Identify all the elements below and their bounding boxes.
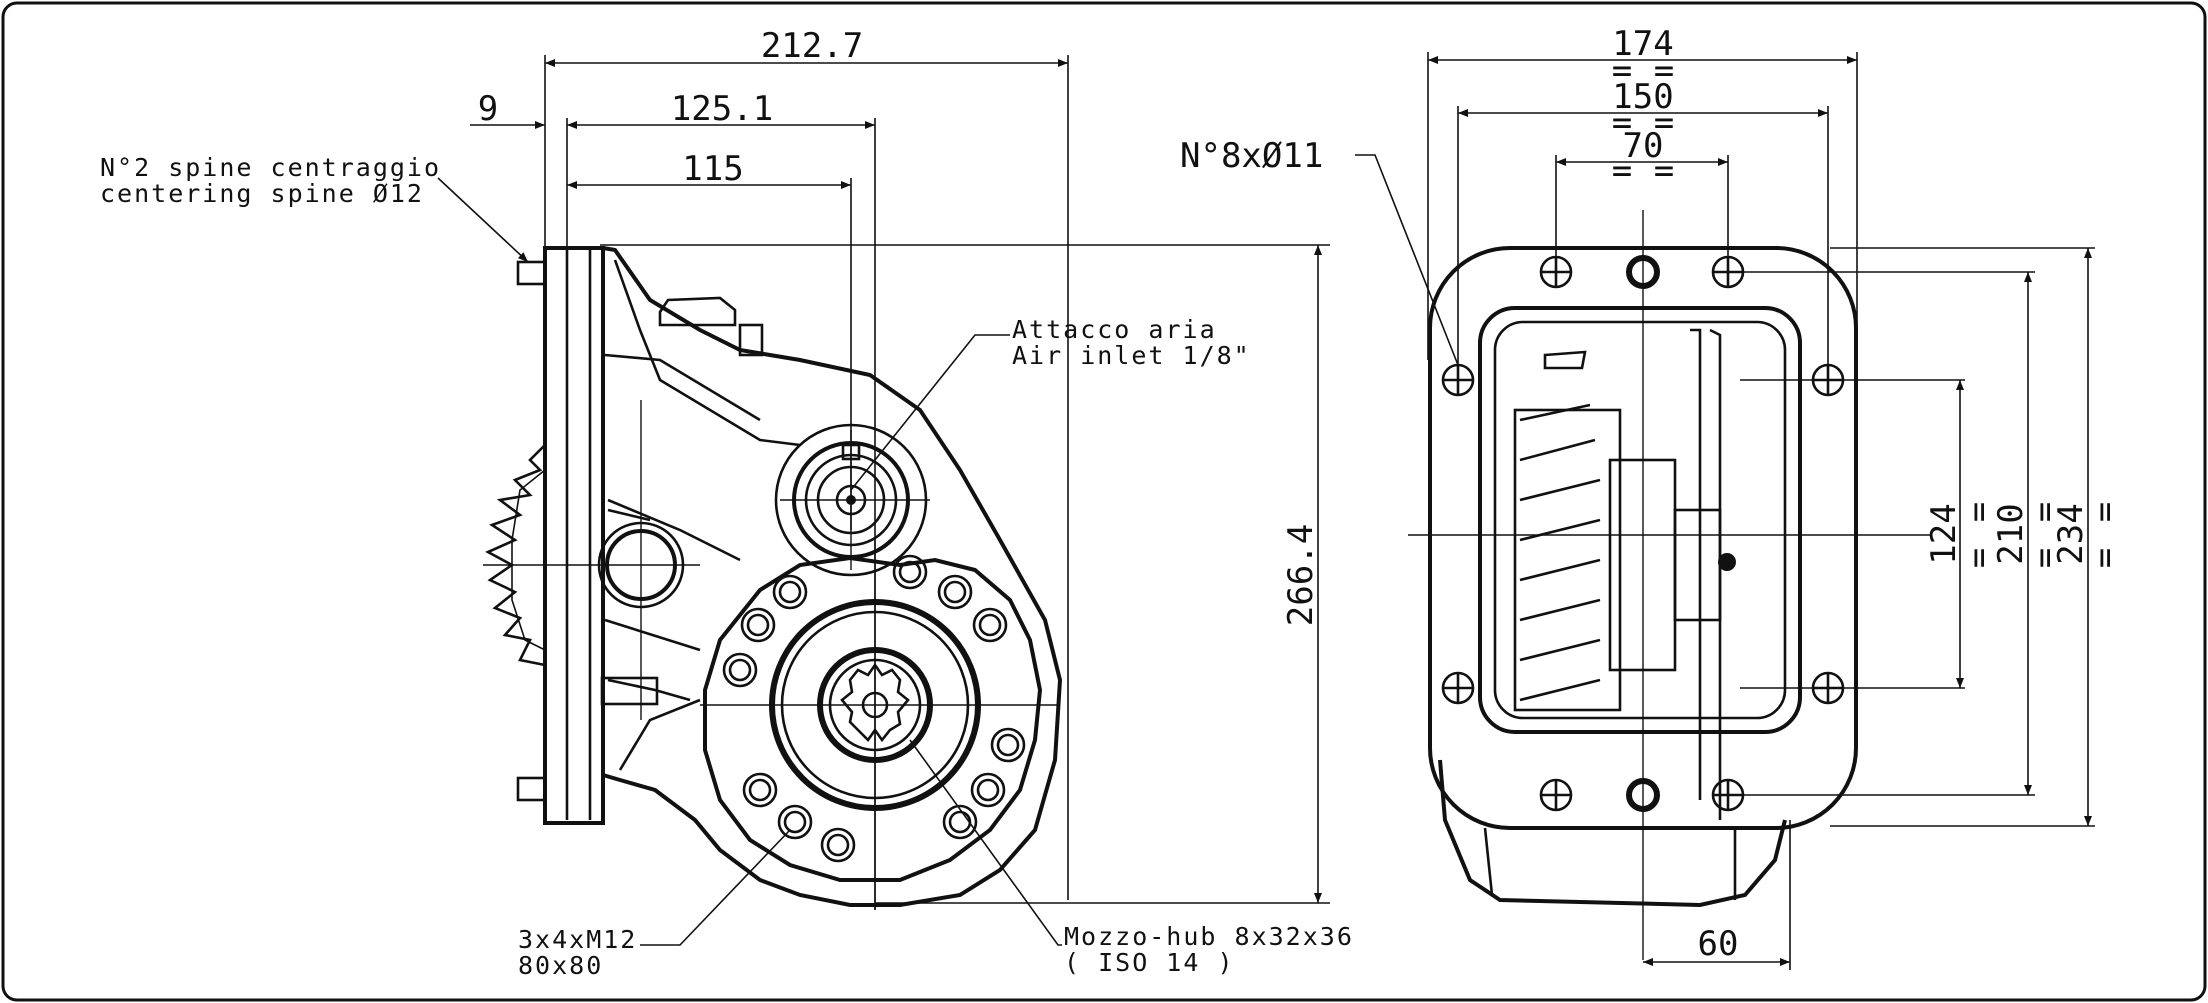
front-view: 174 = = 150 = = 70 = = [1180, 24, 2125, 970]
eq-mark: = [1612, 103, 1632, 143]
note-bolts-line2: 80x80 [518, 951, 603, 980]
dim-212-7: 212.7 [761, 26, 863, 66]
eq-mark: = [1612, 51, 1632, 91]
eq-mark: = [1959, 502, 1999, 522]
note-holes: N°8xØ11 [1180, 136, 1323, 176]
dim-70: 70 [1623, 126, 1664, 166]
dim-150: 150 [1612, 77, 1673, 117]
dim-266-4: 266.4 [1281, 524, 1321, 626]
note-hub-line1: Mozzo-hub 8x32x36 [1064, 922, 1354, 951]
eq-mark: = [1654, 51, 1674, 91]
eq-mark: = [1612, 151, 1632, 191]
eq-mark: = [1654, 151, 1674, 191]
side-view: 212.7 125.1 115 9 266.4 [100, 26, 1354, 980]
eq-mark: = [1654, 103, 1674, 143]
dim-174: 174 [1612, 24, 1673, 64]
dim-115: 115 [682, 149, 743, 189]
dim-234: 234 [2051, 503, 2091, 564]
dim-124: 124 [1924, 503, 1964, 564]
note-pins-line2: centering spine Ø12 [100, 179, 424, 208]
dim-60: 60 [1698, 924, 1739, 964]
eq-mark: = [2085, 548, 2125, 568]
dim-125-1: 125.1 [671, 89, 773, 129]
note-pins-line1: N°2 spine centraggio [100, 153, 441, 182]
flange-bolt-holes [722, 554, 1026, 863]
eq-mark: = [2025, 548, 2065, 568]
note-air-line1: Attacco aria [1012, 315, 1217, 344]
dim-210: 210 [1991, 503, 2031, 564]
eq-mark: = [2025, 502, 2065, 522]
eq-mark: = [1959, 548, 1999, 568]
note-bolts-line1: 3x4xM12 [518, 925, 637, 954]
note-air-line2: Air inlet 1/8" [1012, 341, 1251, 370]
eq-mark: = [2085, 502, 2125, 522]
note-hub-line2: ( ISO 14 ) [1064, 948, 1235, 977]
dim-9: 9 [478, 89, 498, 129]
